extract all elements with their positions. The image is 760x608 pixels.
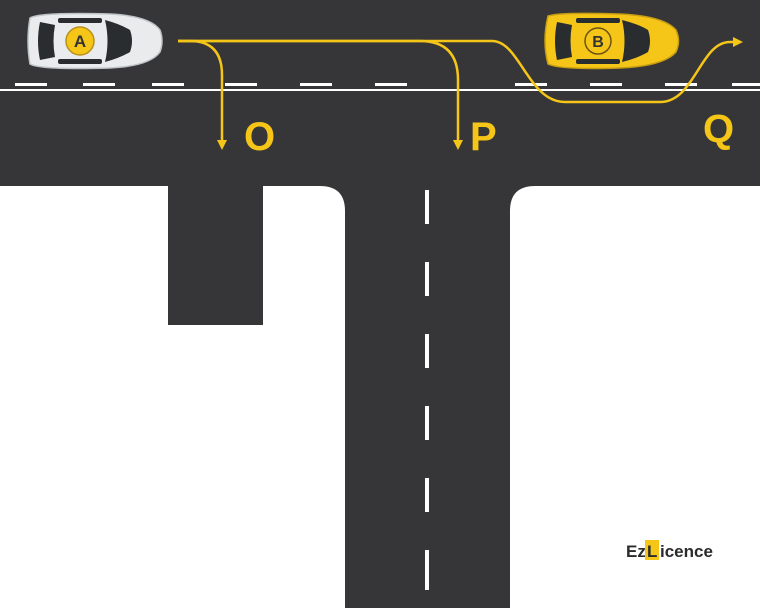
car-b-letter: B (592, 34, 604, 51)
car-a-letter: A (74, 32, 86, 51)
side-road-center-dashes (425, 190, 429, 590)
logo-mark: L (647, 542, 657, 561)
path-to-q (178, 37, 743, 104)
car-b: B (544, 12, 680, 70)
driveway (168, 180, 263, 325)
car-a: A (27, 12, 163, 70)
ezlicence-logo: Ez L icence (626, 540, 713, 561)
car-a-badge (65, 26, 95, 56)
destination-label-p: P (470, 115, 497, 159)
road-edge-line (0, 89, 760, 91)
main-lane-dashes (15, 83, 760, 86)
destination-label-q: Q (703, 107, 734, 151)
destination-label-o: O (244, 115, 275, 159)
logo-suffix: icence (660, 542, 713, 561)
car-b-badge (584, 27, 612, 55)
side-road (320, 180, 535, 608)
logo-prefix: Ez (626, 542, 646, 561)
logo-mark-badge (645, 540, 659, 560)
